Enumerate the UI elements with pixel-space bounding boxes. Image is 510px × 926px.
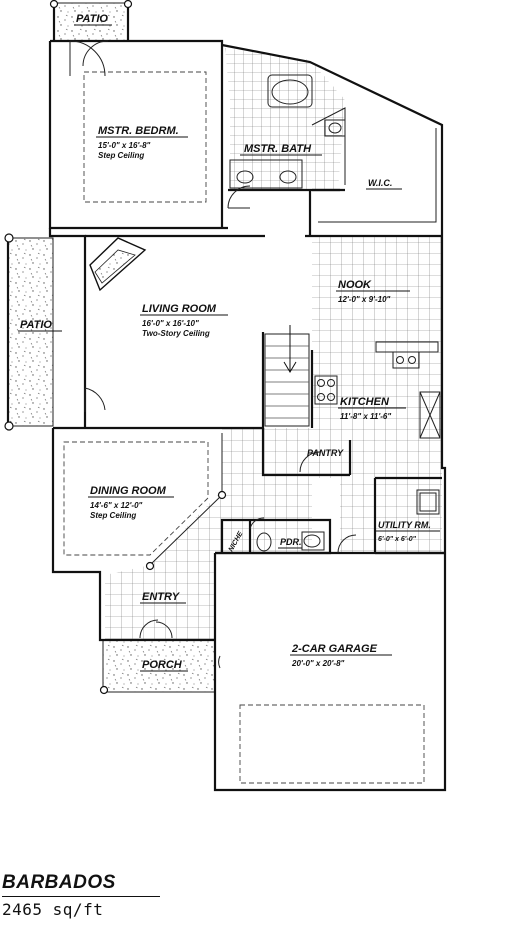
master-bath-fixtures xyxy=(229,74,346,189)
room-label-dining-room: DINING ROOM 14'-6" x 12'-0" Step Ceiling xyxy=(88,485,174,520)
svg-text:DINING ROOM: DINING ROOM xyxy=(90,485,167,497)
svg-text:W.I.C.: W.I.C. xyxy=(368,178,392,188)
svg-text:PATIO: PATIO xyxy=(76,13,108,25)
room-label-kitchen: KITCHEN 11'-8" x 11'-6" xyxy=(338,396,406,421)
ceiling-outlines xyxy=(63,71,425,784)
svg-text:UTILITY RM.: UTILITY RM. xyxy=(378,520,431,530)
plan-name: BARBADOS xyxy=(2,872,116,893)
svg-text:Step Ceiling: Step Ceiling xyxy=(98,151,144,160)
patio-top-area xyxy=(49,0,133,42)
room-label-pantry: PANTRY xyxy=(307,448,344,458)
room-label-wic: W.I.C. xyxy=(366,178,402,190)
room-label-garage: 2-CAR GARAGE 20'-0" x 20'-8" xyxy=(290,643,392,668)
svg-text:Step Ceiling: Step Ceiling xyxy=(90,511,136,520)
svg-text:MSTR. BATH: MSTR. BATH xyxy=(244,143,312,155)
patio-left-area xyxy=(4,233,54,431)
svg-text:15'-0" x 16'-8": 15'-0" x 16'-8" xyxy=(98,141,151,150)
room-label-entry: ENTRY xyxy=(140,591,186,604)
svg-text:PATIO: PATIO xyxy=(20,319,52,331)
fireplace xyxy=(89,237,147,292)
svg-text:14'-6" x 12'-0": 14'-6" x 12'-0" xyxy=(90,501,143,510)
room-label-powder: PDR. xyxy=(278,537,302,549)
room-label-patio-top: PATIO xyxy=(74,13,112,26)
title-underline xyxy=(2,896,160,897)
room-label-porch: PORCH xyxy=(140,659,188,672)
room-label-patio-left: PATIO xyxy=(18,319,62,332)
exterior-walls xyxy=(48,39,447,792)
doors xyxy=(69,40,357,669)
svg-text:NOOK: NOOK xyxy=(338,279,372,291)
room-label-utility: UTILITY RM. 6'-0" x 6'-0" xyxy=(376,520,440,543)
svg-text:KITCHEN: KITCHEN xyxy=(340,396,390,408)
svg-text:Two-Story Ceiling: Two-Story Ceiling xyxy=(142,329,210,338)
room-label-living-room: LIVING ROOM 16'-0" x 16'-10" Two-Story C… xyxy=(140,303,228,338)
svg-text:16'-0" x 16'-10": 16'-0" x 16'-10" xyxy=(142,319,199,328)
powder-fixtures xyxy=(256,531,325,552)
svg-text:6'-0" x 6'-0": 6'-0" x 6'-0" xyxy=(378,536,417,543)
plan-title-block: BARBADOS 2465 sq/ft xyxy=(2,872,162,919)
svg-text:PORCH: PORCH xyxy=(142,659,183,671)
svg-text:11'-8" x 11'-6": 11'-8" x 11'-6" xyxy=(340,412,391,421)
room-label-nook: NOOK 12'-0" x 9'-10" xyxy=(336,279,410,304)
stairs xyxy=(264,325,310,427)
room-label-master-bath: MSTR. BATH xyxy=(240,143,322,156)
room-label-master-bedroom: MSTR. BEDRM. 15'-0" x 16'-8" Step Ceilin… xyxy=(96,125,188,160)
svg-text:LIVING ROOM: LIVING ROOM xyxy=(142,303,217,315)
svg-text:20'-0" x 20'-8": 20'-0" x 20'-8" xyxy=(291,659,345,668)
utility-fixtures xyxy=(416,489,440,515)
svg-text:ENTRY: ENTRY xyxy=(142,591,181,603)
svg-text:PANTRY: PANTRY xyxy=(307,448,344,458)
svg-text:MSTR. BEDRM.: MSTR. BEDRM. xyxy=(98,125,179,137)
columns xyxy=(145,490,227,571)
interior-walls xyxy=(149,107,445,566)
svg-text:PDR.: PDR. xyxy=(280,537,302,547)
kitchen-fixtures xyxy=(314,341,441,439)
plan-area: 2465 sq/ft xyxy=(2,900,104,919)
svg-text:2-CAR GARAGE: 2-CAR GARAGE xyxy=(291,643,378,655)
svg-text:12'-0" x 9'-10": 12'-0" x 9'-10" xyxy=(338,295,391,304)
